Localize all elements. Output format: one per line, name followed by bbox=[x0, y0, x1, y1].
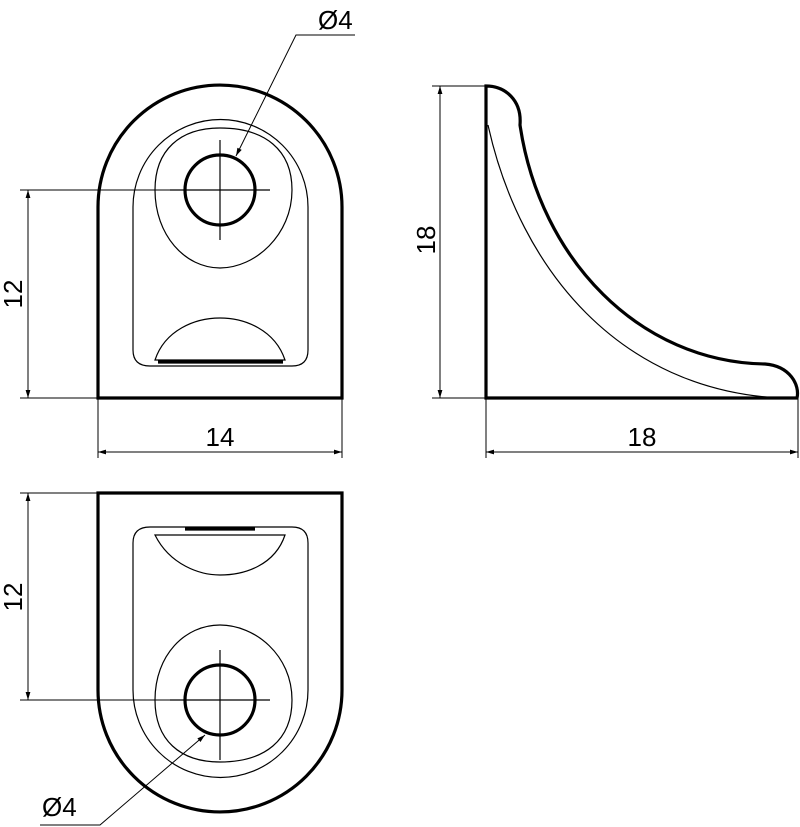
side-inner-curve bbox=[487, 124, 781, 399]
bottom-outline bbox=[96, 491, 344, 814]
hole-leader-line bbox=[235, 34, 355, 157]
bottom-view: 12 Ø4 bbox=[0, 491, 344, 826]
side-width-label: 18 bbox=[628, 422, 657, 452]
side-view: 18 18 bbox=[411, 84, 800, 458]
hole-leader-line bbox=[40, 734, 206, 826]
side-outline bbox=[484, 84, 800, 400]
front-dome bbox=[154, 317, 286, 361]
bottom-height-label: 12 bbox=[0, 583, 28, 612]
front-boss-contour bbox=[154, 127, 293, 269]
bottom-inner-outline bbox=[132, 526, 309, 779]
front-height-label: 12 bbox=[0, 280, 28, 309]
front-view: 12 14 Ø4 bbox=[0, 5, 355, 458]
bottom-dome bbox=[154, 534, 286, 576]
front-inner-outline bbox=[132, 118, 309, 367]
front-width-label: 14 bbox=[206, 422, 235, 452]
bottom-boss-contour bbox=[154, 624, 293, 763]
front-hole-label: Ø4 bbox=[318, 5, 353, 35]
side-height-label: 18 bbox=[411, 226, 441, 255]
bottom-hole-label: Ø4 bbox=[42, 792, 77, 822]
front-outline bbox=[96, 83, 344, 400]
